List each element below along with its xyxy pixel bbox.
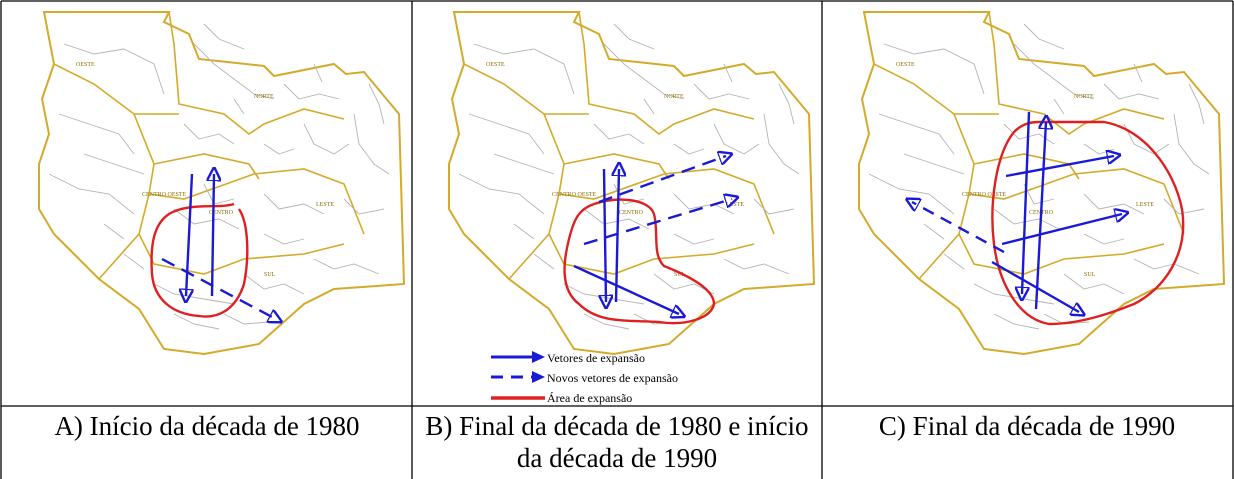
red-line-icon	[491, 396, 545, 400]
vector-c-2	[1034, 122, 1046, 310]
new-vector-c-1	[912, 202, 1005, 254]
caption-c: C) Final da década de 1990	[878, 411, 1176, 441]
legend-item-dashed: Novos vetores de expansão	[490, 368, 750, 388]
vector-a-1	[186, 173, 192, 296]
legend-label-area: Área de expansão	[547, 391, 633, 405]
vector-c-5	[991, 260, 1079, 312]
expansion-area-a	[150, 202, 249, 318]
vector-b-2	[616, 169, 619, 303]
map-panel-c	[824, 4, 1230, 404]
vector-c-4	[1001, 214, 1122, 246]
legend-item-area: Área de expansão	[490, 388, 750, 408]
expansion-area-b	[563, 198, 716, 325]
dashed-arrow-icon	[491, 371, 545, 383]
map-panel-a	[4, 4, 410, 404]
vector-c-3	[1005, 156, 1114, 178]
vector-b-1	[604, 168, 606, 302]
legend-item-solid: Vetores de expansão	[490, 348, 750, 368]
new-vector-b-1	[598, 156, 726, 204]
map-legend: Vetores de expansão Novos vetores de exp…	[490, 348, 750, 408]
caption-b: B) Final da década de 1980 e início da d…	[425, 411, 809, 473]
legend-label-dashed: Novos vetores de expansão	[547, 371, 678, 385]
vector-b-3	[573, 264, 679, 314]
solid-arrow-icon	[491, 351, 545, 363]
caption-a: A) Início da década de 1980	[54, 411, 360, 441]
new-vector-b-2	[583, 199, 732, 246]
map-panel-b	[414, 4, 820, 404]
expansion-area-c	[991, 120, 1185, 326]
vector-a-2	[212, 174, 214, 297]
legend-label-solid: Vetores de expansão	[547, 351, 645, 365]
vector-c-1	[1022, 111, 1031, 294]
